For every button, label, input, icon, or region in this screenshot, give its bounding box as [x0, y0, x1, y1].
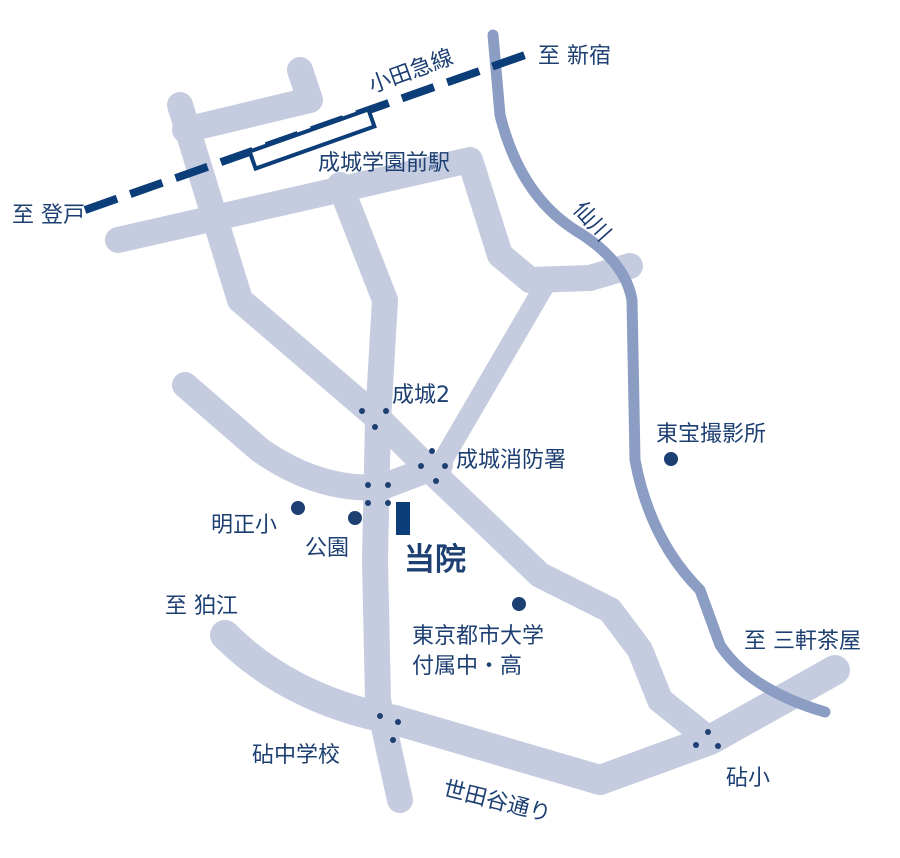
sengawa-river [487, 29, 831, 718]
tmu-school-label-line1: 東京都市大学 [412, 624, 544, 649]
meisei-elem-label: 明正小 [211, 513, 277, 538]
sengawa-river-label: 仙川 [568, 197, 616, 246]
road-network [105, 57, 850, 813]
road-center-south [362, 547, 413, 813]
intersection-markers [359, 408, 721, 749]
rail-track [83, 51, 527, 214]
tmu-school-marker [512, 597, 526, 611]
odakyu-line-label: 小田急線 [366, 45, 457, 99]
seijo2-label: 成城2 [392, 383, 450, 408]
road-northeast-link [430, 275, 555, 475]
toho-studio-label: 東宝撮影所 [656, 422, 766, 447]
intersection-seijo2-dots [359, 408, 389, 430]
fire-station-label: 成城消防署 [456, 448, 566, 473]
to-sangenjaya-label: 至 三軒茶屋 [744, 629, 861, 654]
odakyu-line [83, 51, 527, 214]
to-komae-label: 至 狛江 [165, 594, 238, 619]
intersection-kinuta-middle-dots [377, 713, 401, 743]
to-shinjuku-label: 至 新宿 [538, 44, 611, 69]
intersection-center-dots [365, 482, 391, 506]
intersection-fire-station-dots [418, 448, 448, 484]
kinuta-middle-label: 砧中学校 [252, 743, 340, 768]
tmu-school-label-line2: 付属中・高 [412, 654, 522, 679]
road-setagaya-dori [210, 620, 850, 795]
clinic-marker [396, 502, 410, 535]
park-label: 公園 [305, 536, 349, 561]
station-platform [247, 106, 377, 172]
intersection-kinuta-elem-dots [693, 729, 721, 749]
toho-studio-marker [664, 452, 678, 466]
meisei-elem-marker [291, 501, 305, 515]
park-marker [348, 511, 362, 525]
road-north-branch [172, 57, 323, 143]
to-noborito-label: 至 登戸 [12, 203, 85, 228]
road-center-north [327, 172, 398, 573]
setagaya-dori-label: 世田谷通り [441, 777, 554, 828]
road-meisei-curve [172, 372, 453, 501]
kinuta-elem-label: 砧小 [726, 766, 770, 791]
station-name-label: 成城学園前駅 [318, 151, 450, 176]
clinic-label: 当院 [404, 542, 466, 578]
road-station-east-west [105, 147, 643, 293]
